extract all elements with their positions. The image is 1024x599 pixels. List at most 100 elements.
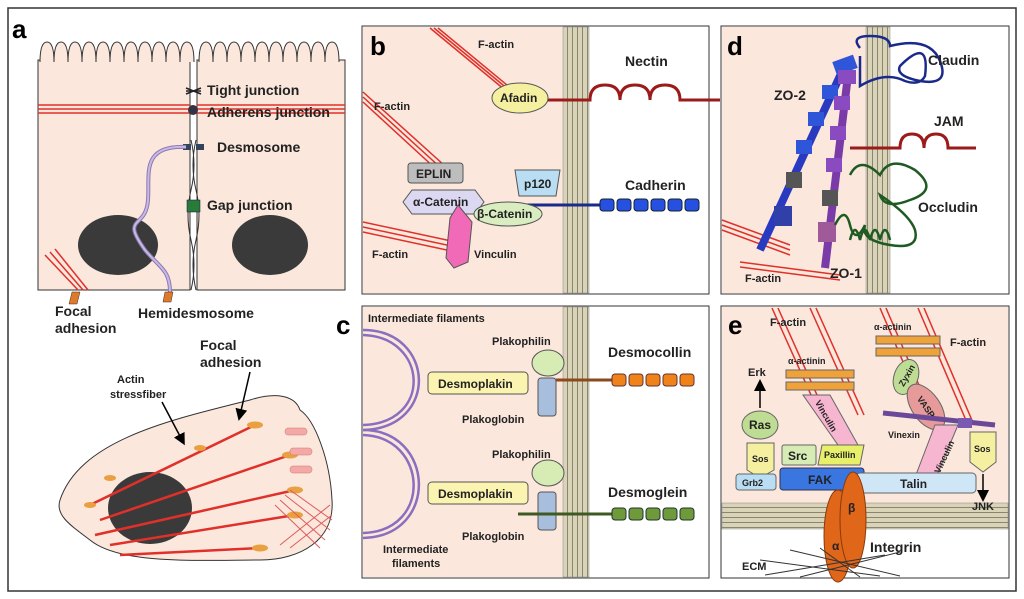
vinculin-label: Vinculin bbox=[474, 249, 517, 261]
e-factin-right: F-actin bbox=[950, 337, 986, 349]
grb2-label: Grb2 bbox=[742, 478, 763, 488]
p120-label: p120 bbox=[524, 177, 552, 191]
claudin-shape bbox=[855, 34, 944, 89]
erk-label: Erk bbox=[748, 367, 767, 379]
cadherin-label: Cadherin bbox=[625, 177, 686, 193]
focal2-label-line1: Focal bbox=[200, 337, 237, 353]
nucleus-right bbox=[232, 215, 308, 275]
occludin-label: Occludin bbox=[918, 199, 978, 215]
vinculin-shape bbox=[445, 204, 473, 269]
gap-junction-mark bbox=[186, 199, 201, 213]
beta-catenin-label: β-Catenin bbox=[477, 207, 532, 221]
plakophilin-top-shape bbox=[531, 349, 565, 377]
ecm-label: ECM bbox=[742, 561, 766, 573]
zo1-label: ZO-1 bbox=[830, 265, 862, 281]
nucleus-left bbox=[78, 215, 158, 275]
desmocollin-repeats bbox=[611, 373, 695, 387]
intermediate-filament-loops bbox=[362, 328, 421, 540]
fibroblast-nucleus bbox=[108, 472, 192, 544]
panel-c-membrane bbox=[562, 306, 590, 578]
panel-d-label: d bbox=[727, 31, 743, 61]
hemidesmosome-label: Hemidesmosome bbox=[138, 305, 254, 321]
plakoglobin-top-label: Plakoglobin bbox=[462, 414, 525, 426]
adherens-actin-bundle bbox=[38, 104, 345, 114]
jam-shape bbox=[850, 132, 976, 150]
panel-d-membrane bbox=[865, 26, 891, 294]
e-alpha-actinin-left: α-actinin bbox=[788, 356, 826, 366]
plakoglobin-top-shape bbox=[537, 377, 557, 417]
p120-shape bbox=[514, 169, 561, 197]
b-factin-bottom: F-actin bbox=[372, 249, 408, 261]
panel-d: d ZO-2 bbox=[720, 25, 1010, 295]
afadin-label: Afadin bbox=[500, 91, 537, 105]
integrin-alpha-label: α bbox=[832, 539, 840, 553]
plakoglobin-bottom-label: Plakoglobin bbox=[462, 531, 525, 543]
panel-c: c Intermediate filaments Plakophilin Des… bbox=[336, 305, 710, 579]
adherens-junction-mark bbox=[188, 105, 198, 115]
microvilli bbox=[39, 41, 340, 63]
afadin-shape bbox=[491, 82, 549, 114]
ras-label: Ras bbox=[749, 418, 771, 432]
hemidesmosome-anchor bbox=[162, 291, 174, 303]
beta-catenin-shape bbox=[473, 201, 543, 227]
lamellipodium-actin-mesh bbox=[274, 489, 333, 549]
alpha-actinin-left-shape bbox=[785, 369, 855, 379]
desmoglein-repeats bbox=[611, 507, 695, 521]
desmosome-mark bbox=[183, 144, 204, 150]
panel-b-label: b bbox=[370, 31, 386, 61]
sos-right-label: Sos bbox=[974, 444, 991, 454]
talin-label: Talin bbox=[900, 477, 927, 491]
e-factin-left: F-actin bbox=[770, 317, 806, 329]
alpha-catenin-label: α-Catenin bbox=[413, 195, 468, 209]
ecm-fibers bbox=[759, 547, 901, 578]
panel-c-label: c bbox=[336, 310, 350, 340]
plakoglobin-bottom-shape bbox=[537, 491, 557, 531]
adherens-junction-label: Adherens junction bbox=[207, 104, 330, 120]
desmoglein-label: Desmoglein bbox=[608, 484, 687, 500]
actin-label-line1: Actin bbox=[117, 374, 145, 386]
sos-left-label: Sos bbox=[752, 454, 769, 464]
stress-fibers bbox=[89, 423, 296, 557]
paxillin-label: Paxillin bbox=[824, 450, 856, 460]
desmoplakin-top-shape bbox=[427, 371, 529, 395]
intermediate-filaments-top-label: Intermediate filaments bbox=[368, 313, 485, 325]
d-factin-label: F-actin bbox=[745, 273, 781, 285]
e-alpha-actinin-top: α-actinin bbox=[874, 322, 912, 332]
eplin-shape bbox=[407, 162, 464, 184]
plakophilin-top-label: Plakophilin bbox=[492, 336, 551, 348]
desmosome-label: Desmosome bbox=[217, 139, 300, 155]
alpha-actinin-right-shape bbox=[875, 335, 941, 345]
nectin-label: Nectin bbox=[625, 53, 668, 69]
jnk-label: JNK bbox=[972, 501, 994, 513]
zo1-chain bbox=[818, 70, 856, 269]
fak-label: FAK bbox=[808, 473, 832, 487]
panel-e: e bbox=[720, 305, 1010, 583]
grb2-shape bbox=[735, 473, 777, 491]
focal-adhesion-spots bbox=[84, 421, 303, 552]
nectin-shape bbox=[530, 83, 720, 102]
src-shape bbox=[781, 444, 817, 466]
integrin-beta-label: β bbox=[848, 501, 855, 515]
eplin-label: EPLIN bbox=[416, 167, 451, 181]
jam-label: JAM bbox=[934, 113, 964, 129]
panel-b: b F-actin F-actin F-actin Afadin Nectin … bbox=[361, 25, 720, 295]
gap-junction-label: Gap junction bbox=[207, 197, 293, 213]
plakophilin-bottom-label: Plakophilin bbox=[492, 449, 551, 461]
actin-label-line2: stressfiber bbox=[110, 389, 167, 401]
vinexin-label: Vinexin bbox=[888, 430, 920, 440]
ras-shape bbox=[741, 410, 779, 440]
src-label: Src bbox=[788, 449, 808, 463]
desmoplakin-bottom-shape bbox=[427, 481, 529, 505]
integrin-label: Integrin bbox=[870, 539, 921, 555]
focal-adhesion-label-line1: Focal bbox=[55, 303, 92, 319]
sos-right-shape bbox=[969, 431, 997, 473]
integrin-beta-shape bbox=[839, 471, 867, 569]
desmoplakin-top-label: Desmoplakin bbox=[438, 377, 513, 391]
intermediate-label-line2: filaments bbox=[392, 558, 440, 570]
panel-a: a bbox=[12, 14, 346, 561]
filopodia bbox=[284, 427, 313, 474]
occludin-shape bbox=[833, 162, 928, 248]
cadherin-repeats bbox=[599, 198, 700, 212]
desmocollin-label: Desmocollin bbox=[608, 344, 691, 360]
